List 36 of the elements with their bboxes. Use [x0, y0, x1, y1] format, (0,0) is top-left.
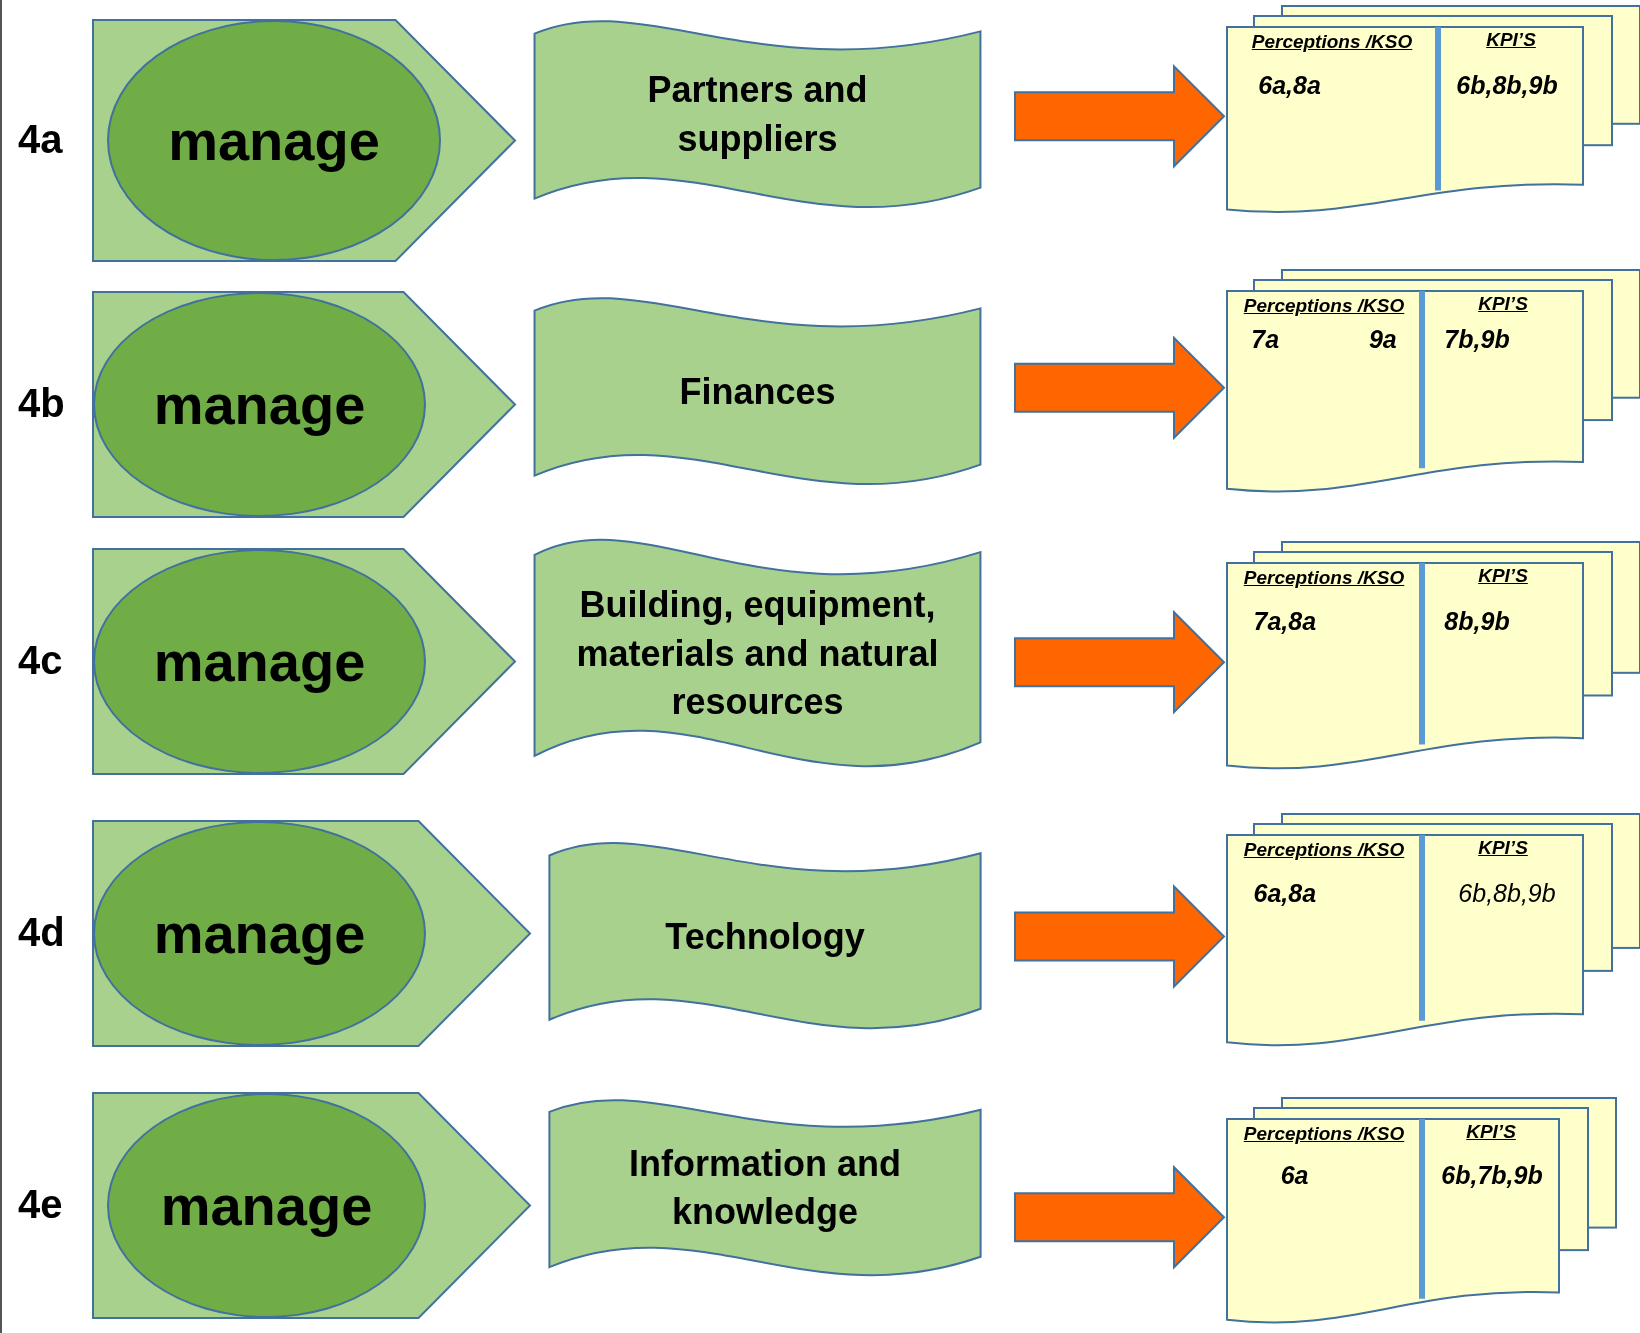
- row-label: 4c: [18, 637, 63, 683]
- reference-codes: 6b,7b,9b: [1441, 1161, 1543, 1190]
- row-label: 4e: [18, 1181, 63, 1227]
- reference-codes: 6a,8a: [1253, 879, 1317, 908]
- reference-codes: 6b,8b,9b: [1456, 71, 1558, 100]
- block-arrow: [1014, 1164, 1226, 1270]
- block-arrow: [1014, 609, 1226, 715]
- block-arrow: [1014, 63, 1226, 169]
- column-heading: KPI’S: [1466, 1121, 1516, 1143]
- reference-codes: 8b,9b: [1444, 607, 1510, 636]
- reference-codes: 7a: [1251, 325, 1280, 354]
- column-heading: Perceptions /KSO: [1243, 1123, 1405, 1145]
- block-arrow: [1014, 884, 1226, 989]
- reference-codes: 6a,8a: [1258, 71, 1321, 100]
- pentagon-arrow-shape: [92, 19, 517, 262]
- pentagon-arrow-shape: [92, 820, 532, 1047]
- reference-codes: 9a: [1368, 325, 1397, 354]
- column-heading: Perceptions /KSO: [1243, 567, 1405, 589]
- column-heading: Perceptions /KSO: [1243, 839, 1405, 861]
- column-heading: KPI’S: [1478, 837, 1528, 859]
- pentagon-arrow-shape: [92, 291, 517, 518]
- column-heading: KPI’S: [1478, 565, 1528, 587]
- row-label: 4a: [18, 116, 63, 162]
- pentagon-arrow-shape: [92, 1092, 532, 1319]
- pentagon-arrow-shape: [92, 548, 517, 775]
- block-arrow: [1014, 335, 1226, 441]
- column-heading: KPI’S: [1486, 29, 1536, 51]
- column-heading: Perceptions /KSO: [1243, 295, 1405, 317]
- reference-codes: 7b,9b: [1444, 325, 1510, 354]
- column-heading: KPI’S: [1478, 293, 1528, 315]
- reference-codes: 7a,8a: [1253, 607, 1317, 636]
- reference-codes: 6b,8b,9b: [1458, 879, 1556, 908]
- row-label: 4d: [18, 909, 65, 955]
- row-label: 4b: [18, 380, 65, 426]
- reference-codes: 6a: [1280, 1161, 1309, 1190]
- column-heading: Perceptions /KSO: [1251, 31, 1413, 53]
